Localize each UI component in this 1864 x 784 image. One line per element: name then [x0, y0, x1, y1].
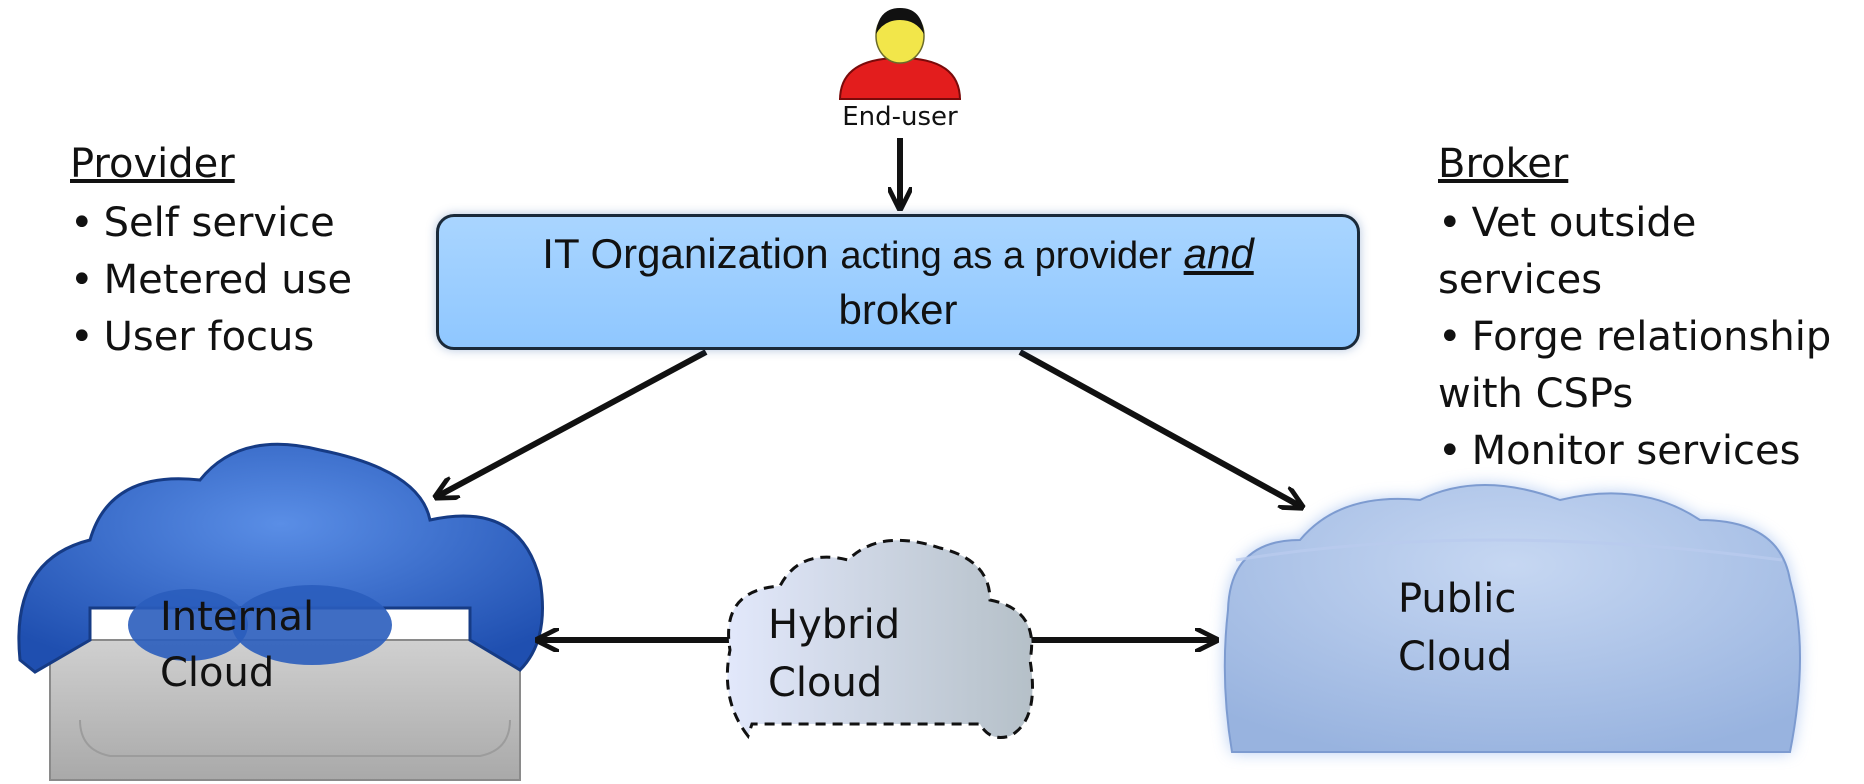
it-organization-box: IT Organization acting as a provider and…: [436, 214, 1360, 350]
public-cloud-label-line2: Cloud: [1398, 634, 1512, 680]
it-text-part3: broker: [838, 286, 958, 333]
broker-item: Forge relationship with CSPs: [1438, 309, 1858, 423]
hybrid-cloud: [725, 538, 1034, 740]
it-text-part2: acting as a provider: [840, 235, 1172, 277]
provider-heading: Provider: [70, 141, 235, 187]
provider-item: User focus: [70, 309, 352, 366]
arrow-it-to-internal: [438, 349, 708, 496]
provider-item: Metered use: [70, 252, 353, 309]
public-cloud-label-line1: Public: [1398, 576, 1516, 622]
broker-panel: Broker Vet outside services Forge relati…: [1438, 136, 1858, 480]
provider-list: Self service Metered use User focus: [70, 195, 353, 366]
internal-cloud-label-line1: Internal: [160, 594, 314, 640]
hybrid-cloud-label-line1: Hybrid: [768, 602, 900, 648]
broker-list: Vet outside services Forge relationship …: [1438, 195, 1858, 480]
it-text-part1: IT Organization: [542, 230, 829, 277]
public-cloud: [1223, 484, 1801, 753]
it-text-and: and: [1183, 230, 1254, 277]
broker-heading: Broker: [1438, 141, 1569, 187]
end-user-label: End-user: [842, 102, 958, 132]
end-user-icon: [839, 8, 961, 101]
provider-panel: Provider Self service Metered use User f…: [70, 136, 352, 366]
broker-item: Vet outside services: [1438, 195, 1858, 309]
hybrid-cloud-label-line2: Cloud: [768, 660, 882, 706]
internal-cloud-label-line2: Cloud: [160, 650, 274, 696]
broker-item: Monitor services: [1438, 423, 1858, 480]
it-organization-text: IT Organization acting as a provider and…: [542, 227, 1253, 337]
arrow-it-to-public: [1018, 349, 1300, 506]
internal-cloud: [17, 442, 544, 781]
provider-item: Self service: [70, 195, 352, 252]
